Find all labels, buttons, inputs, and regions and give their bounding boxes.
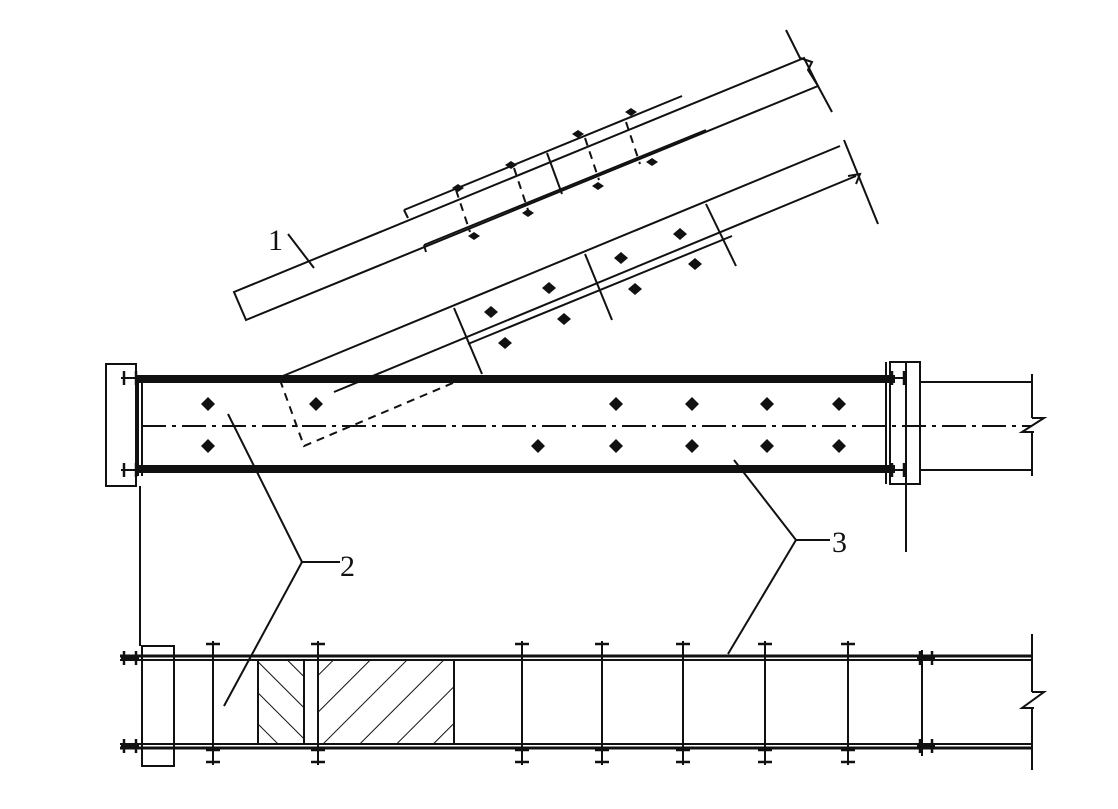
callout-label-1: 1 [268, 224, 283, 257]
callout-label-3: 3 [832, 526, 847, 559]
upper-splice-bolts [452, 108, 658, 240]
chord-end-bolts [119, 369, 909, 479]
callout-label-2: 2 [340, 550, 355, 583]
callout-leaders [223, 233, 830, 707]
chord-elevation [105, 361, 1048, 646]
inclined-brace-bolts [484, 228, 702, 349]
upper-brace-splice [232, 29, 833, 322]
hatched-gusset-sections [257, 659, 455, 745]
chord-bolts [201, 397, 846, 453]
inclined-brace [277, 139, 879, 448]
